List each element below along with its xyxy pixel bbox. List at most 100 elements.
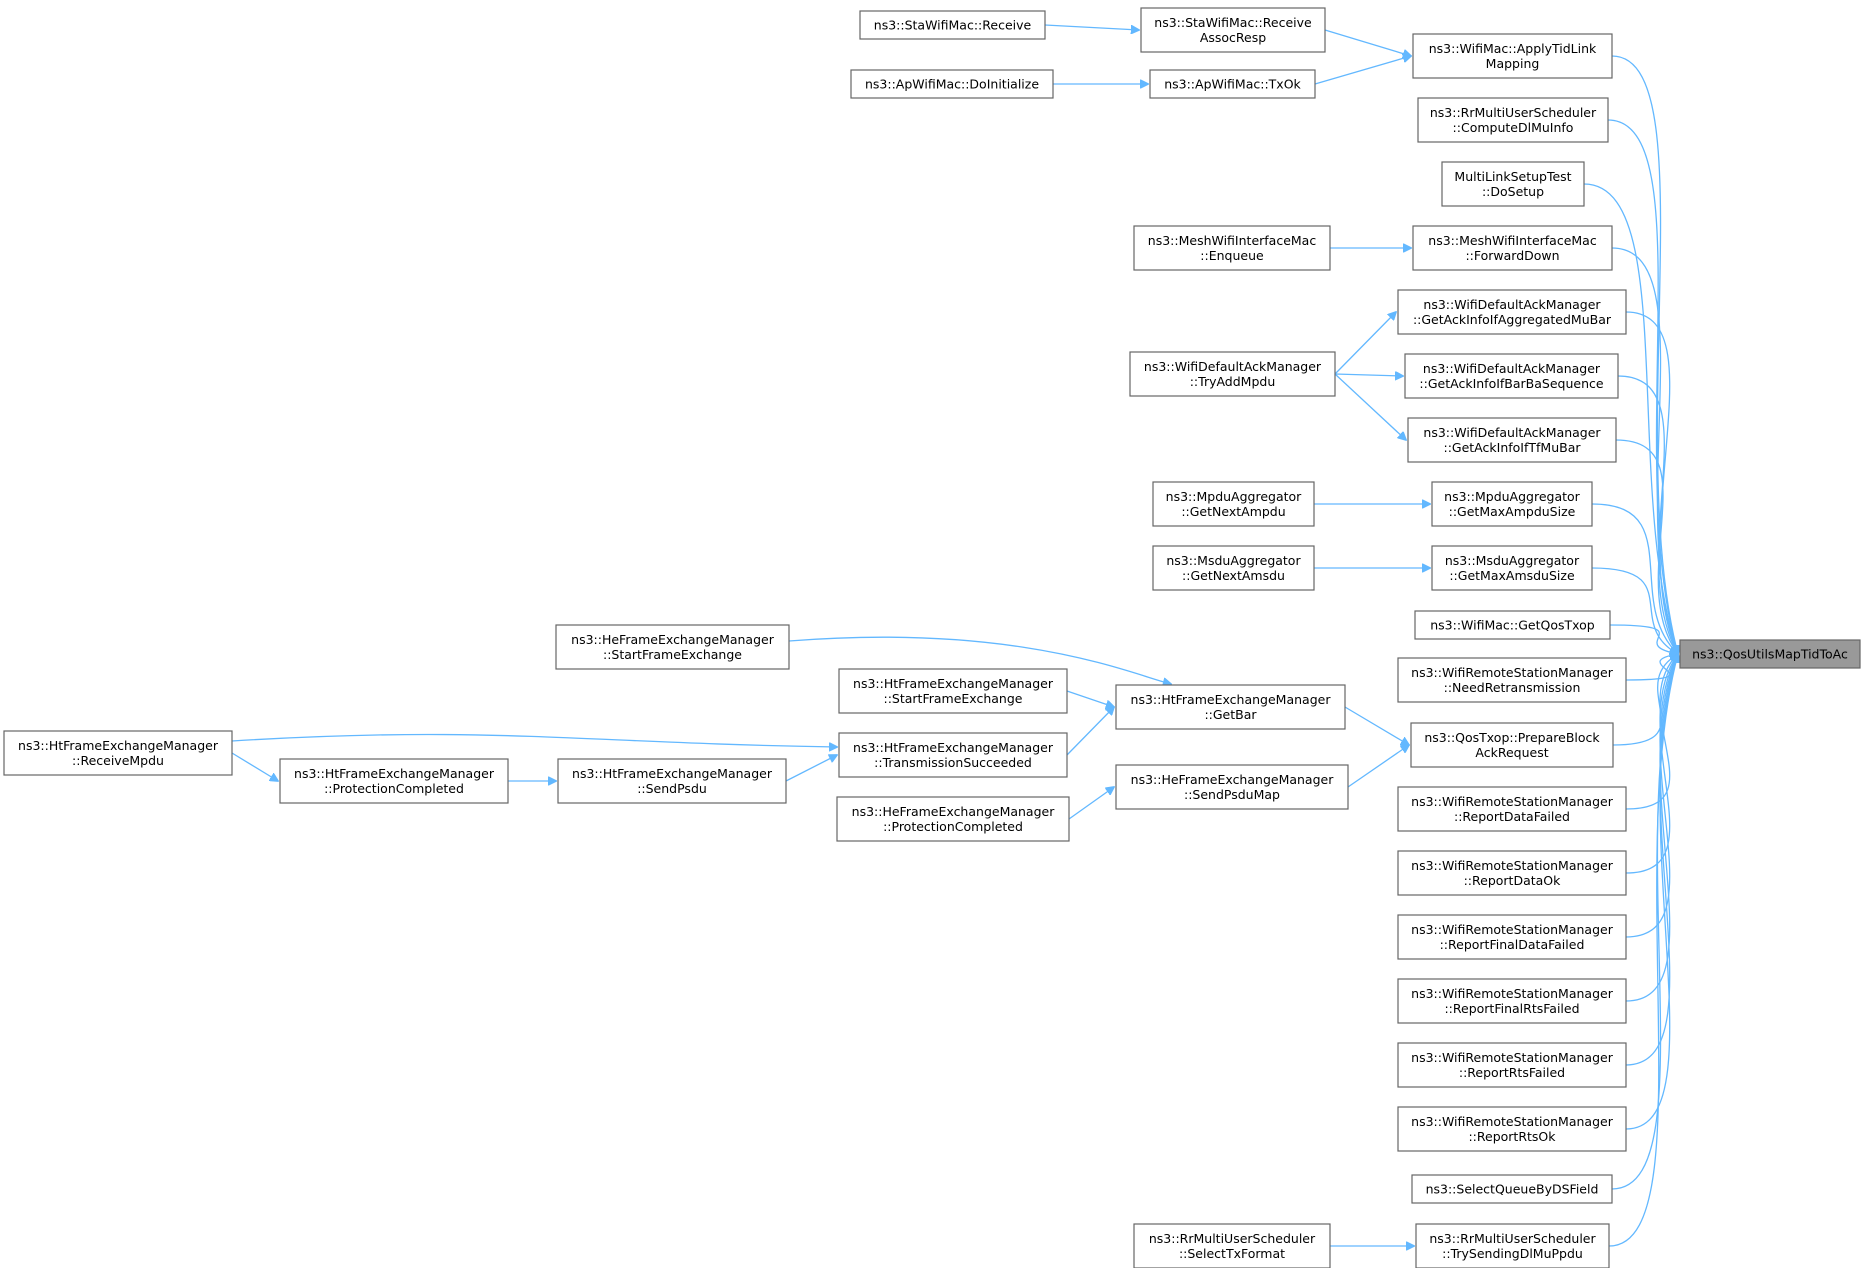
node-maxAmpdu[interactable]: ns3::MpduAggregator::GetMaxAmpduSize	[1431, 481, 1593, 527]
edge-rDataOk-to-target	[1625, 654, 1678, 874]
node-heStartFE[interactable]: ns3::HeFrameExchangeManager::StartFrameE…	[555, 624, 790, 670]
node-getBar[interactable]: ns3::HtFrameExchangeManager::GetBar	[1115, 684, 1346, 730]
node-box	[279, 758, 509, 804]
node-label: MultiLinkSetupTest	[1454, 169, 1571, 184]
edge-htRecvMpdu-to-htTransSucc	[231, 733, 837, 747]
node-label: ::GetAckInfoIfAggregatedMuBar	[1413, 312, 1612, 327]
node-label: ::ReportDataOk	[1464, 873, 1562, 888]
node-apTxOk[interactable]: ns3::ApWifiMac::TxOk	[1149, 69, 1316, 99]
node-mlsDoSetup[interactable]: MultiLinkSetupTest::DoSetup	[1441, 161, 1585, 207]
node-label: ::GetMaxAmpduSize	[1449, 504, 1576, 519]
node-box	[1441, 161, 1585, 207]
node-box	[838, 668, 1068, 714]
node-staRecv[interactable]: ns3::StaWifiMac::Receive	[859, 10, 1046, 40]
node-meshEnqueue[interactable]: ns3::MeshWifiInterfaceMac::Enqueue	[1133, 225, 1331, 271]
node-box	[1397, 289, 1627, 335]
node-box	[1414, 610, 1611, 640]
edge-getQosTxop-to-target	[1609, 624, 1678, 654]
node-label: ns3::StaWifiMac::Receive	[1154, 15, 1312, 30]
node-label: ::TryAddMpdu	[1190, 374, 1276, 389]
edge-htTransSucc-to-getBar	[1066, 707, 1114, 756]
edge-rRtsFailed-to-target	[1625, 654, 1678, 1066]
node-box	[1417, 97, 1609, 143]
edge-selectQueue-to-target	[1611, 654, 1678, 1190]
edge-heProtComp-to-sendPsduMap	[1068, 787, 1114, 820]
node-label: ns3::HeFrameExchangeManager	[852, 804, 1056, 819]
node-label: ::StartFrameExchange	[603, 647, 742, 662]
node-label: ::ReportDataFailed	[1454, 809, 1570, 824]
node-box	[1149, 69, 1316, 99]
edge-staRecvAssoc-to-applyTid	[1324, 29, 1411, 56]
node-selectQueue[interactable]: ns3::SelectQueueByDSField	[1411, 1174, 1613, 1204]
node-box	[1679, 639, 1861, 669]
node-selectTxFormat[interactable]: ns3::RrMultiUserScheduler::SelectTxForma…	[1133, 1223, 1331, 1268]
node-label: ns3::RrMultiUserScheduler	[1149, 1231, 1316, 1246]
node-htRecvMpdu[interactable]: ns3::HtFrameExchangeManager::ReceiveMpdu	[3, 730, 233, 776]
node-label: ns3::HtFrameExchangeManager	[853, 676, 1054, 691]
node-label: ::TransmissionSucceeded	[874, 755, 1032, 770]
node-label: ns3::MsduAggregator	[1166, 553, 1301, 568]
nodes: ns3::QosUtilsMapTidToAc ns3::WifiMac::App…	[3, 7, 1861, 1268]
node-rFinalRtsFailed[interactable]: ns3::WifiRemoteStationManager::ReportFin…	[1397, 978, 1627, 1024]
node-label: ns3::RrMultiUserScheduler	[1430, 105, 1597, 120]
edge-sendPsduMap-to-prepareBar	[1347, 745, 1409, 788]
node-label: ::Enqueue	[1200, 248, 1264, 263]
node-rDataFailed[interactable]: ns3::WifiRemoteStationManager::ReportDat…	[1397, 786, 1627, 832]
node-label: ns3::HtFrameExchangeManager	[853, 740, 1054, 755]
node-label: ns3::MsduAggregator	[1445, 553, 1580, 568]
edge-tryAddMpdu-to-ackBarBaSeq	[1334, 374, 1403, 376]
node-box	[1129, 351, 1336, 397]
node-target[interactable]: ns3::QosUtilsMapTidToAc	[1679, 639, 1861, 669]
node-label: ns3::MeshWifiInterfaceMac	[1428, 233, 1597, 248]
node-sendPsduMap[interactable]: ns3::HeFrameExchangeManager::SendPsduMap	[1115, 764, 1349, 810]
node-label: ns3::HtFrameExchangeManager	[294, 766, 495, 781]
node-label: ns3::WifiRemoteStationManager	[1411, 922, 1614, 937]
edge-htRecvMpdu-to-htProtComp	[231, 752, 278, 781]
node-nextAmpdu[interactable]: ns3::MpduAggregator::GetNextAmpdu	[1152, 481, 1315, 527]
node-ackTfMuBar[interactable]: ns3::WifiDefaultAckManager::GetAckInfoIf…	[1407, 417, 1617, 463]
node-nextAmsdu[interactable]: ns3::MsduAggregator::GetNextAmsdu	[1152, 545, 1315, 591]
node-box	[850, 69, 1054, 99]
node-htStartFE[interactable]: ns3::HtFrameExchangeManager::StartFrameE…	[838, 668, 1068, 714]
node-box	[3, 730, 233, 776]
node-label: ::ForwardDown	[1465, 248, 1559, 263]
node-box	[1412, 225, 1613, 271]
node-label: ns3::WifiMac::GetQosTxop	[1430, 618, 1595, 633]
node-rDataOk[interactable]: ns3::WifiRemoteStationManager::ReportDat…	[1397, 850, 1627, 896]
node-ackAggMuBar[interactable]: ns3::WifiDefaultAckManager::GetAckInfoIf…	[1397, 289, 1627, 335]
node-maxAmsdu[interactable]: ns3::MsduAggregator::GetMaxAmsduSize	[1431, 545, 1593, 591]
node-rFinalDataFailed[interactable]: ns3::WifiRemoteStationManager::ReportFin…	[1397, 914, 1627, 960]
node-box	[838, 732, 1068, 778]
node-label: ns3::HeFrameExchangeManager	[571, 632, 775, 647]
node-htProtComp[interactable]: ns3::HtFrameExchangeManager::ProtectionC…	[279, 758, 509, 804]
node-label: ns3::MpduAggregator	[1166, 489, 1303, 504]
node-label: ::ComputeDlMuInfo	[1453, 120, 1574, 135]
node-label: ::GetMaxAmsduSize	[1449, 568, 1575, 583]
node-htTransSucc[interactable]: ns3::HtFrameExchangeManager::Transmissio…	[838, 732, 1068, 778]
node-computeDl[interactable]: ns3::RrMultiUserScheduler::ComputeDlMuIn…	[1417, 97, 1609, 143]
node-rRtsFailed[interactable]: ns3::WifiRemoteStationManager::ReportRts…	[1397, 1042, 1627, 1088]
node-trySendingDl[interactable]: ns3::RrMultiUserScheduler::TrySendingDlM…	[1415, 1223, 1610, 1268]
node-rRtsOk[interactable]: ns3::WifiRemoteStationManager::ReportRts…	[1397, 1106, 1627, 1152]
node-heProtComp[interactable]: ns3::HeFrameExchangeManager::ProtectionC…	[836, 796, 1070, 842]
node-box	[1133, 1223, 1331, 1268]
node-label: ns3::ApWifiMac::TxOk	[1164, 77, 1301, 92]
node-label: Mapping	[1486, 56, 1540, 71]
node-forwardDown[interactable]: ns3::MeshWifiInterfaceMac::ForwardDown	[1412, 225, 1613, 271]
node-tryAddMpdu[interactable]: ns3::WifiDefaultAckManager::TryAddMpdu	[1129, 351, 1336, 397]
node-box	[1152, 481, 1315, 527]
node-needRetrans[interactable]: ns3::WifiRemoteStationManager::NeedRetra…	[1397, 657, 1627, 703]
node-box	[1397, 786, 1627, 832]
node-box	[1411, 1174, 1613, 1204]
node-htSendPsdu[interactable]: ns3::HtFrameExchangeManager::SendPsdu	[557, 758, 787, 804]
node-ackBarBaSeq[interactable]: ns3::WifiDefaultAckManager::GetAckInfoIf…	[1404, 353, 1619, 399]
node-apDoInit[interactable]: ns3::ApWifiMac::DoInitialize	[850, 69, 1054, 99]
node-box	[1397, 978, 1627, 1024]
node-box	[1412, 33, 1613, 79]
node-getQosTxop[interactable]: ns3::WifiMac::GetQosTxop	[1414, 610, 1611, 640]
edge-maxAmpdu-to-target	[1591, 503, 1678, 654]
node-box	[1397, 1042, 1627, 1088]
